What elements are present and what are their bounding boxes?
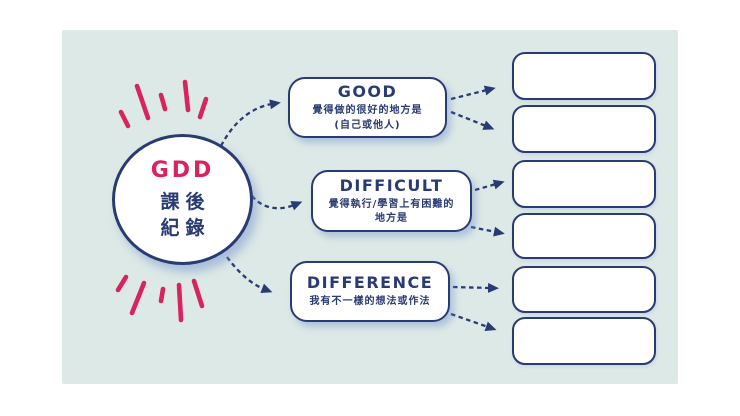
center-node-subtitle-line-2: 紀錄 xyxy=(160,216,211,239)
branch-difference-title: DIFFERENCE xyxy=(306,273,434,293)
branch-good-line-1: 覺得做的很好的地方是 xyxy=(312,105,423,116)
branch-difference: DIFFERENCE 我有不一樣的想法或作法 xyxy=(290,261,450,322)
branch-difficult-line-1: 覺得執行/學習上有困難的 xyxy=(328,198,455,210)
branch-good-line-2: (自己或他人) xyxy=(334,119,401,131)
center-node-title: GDD xyxy=(150,157,215,183)
answer-slot-6[interactable] xyxy=(512,317,656,365)
answer-slot-2[interactable] xyxy=(512,105,656,153)
branch-difficult: DIFFICULT 覺得執行/學習上有困難的 地方是 xyxy=(311,170,472,232)
branch-good-title: GOOD xyxy=(337,82,398,101)
branch-difficult-line-2: 地方是 xyxy=(375,213,408,224)
answer-slot-5[interactable] xyxy=(512,266,656,313)
center-node-subtitle-line-1: 課後 xyxy=(160,190,211,213)
branch-good: GOOD 覺得做的很好的地方是 (自己或他人) xyxy=(288,77,447,138)
answer-slot-4[interactable] xyxy=(512,213,656,259)
answer-slot-1[interactable] xyxy=(512,52,656,100)
center-node: GDD 課後 紀錄 xyxy=(112,134,253,265)
answer-slot-3[interactable] xyxy=(512,160,656,208)
branch-difference-line-1: 我有不一樣的想法或作法 xyxy=(309,296,431,308)
branch-difficult-title: DIFFICULT xyxy=(339,175,444,195)
